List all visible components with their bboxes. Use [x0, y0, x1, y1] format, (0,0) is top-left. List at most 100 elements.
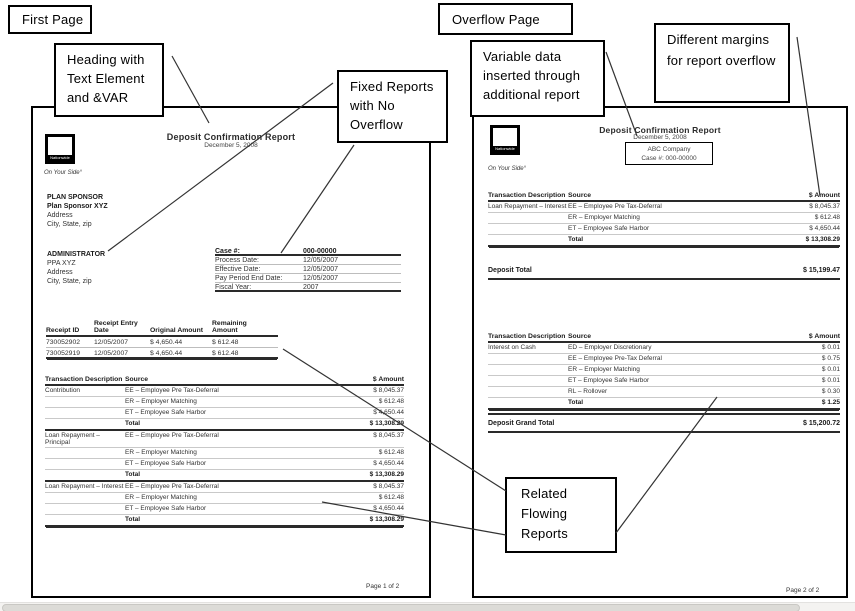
callout-variable-data-note: Variable data inserted through additiona…: [470, 40, 605, 117]
case-row: Pay Period End Date:12/05/2007: [215, 274, 401, 283]
transaction-row: ET – Employee Safe Harbor $ 4,650.44: [45, 408, 404, 419]
grand-total-amount: $ 15,200.72: [803, 420, 840, 427]
transaction-description: [488, 354, 568, 356]
case-row-label: Pay Period End Date:: [215, 275, 283, 282]
transaction-row: ER – Employer Matching $ 612.48: [45, 448, 404, 459]
column-header-source: Source: [568, 333, 592, 340]
page-footer: Page 1 of 2: [366, 583, 400, 590]
page-footer: Page 2 of 2: [786, 587, 820, 594]
transaction-total-row: Total$ 13,308.29: [488, 235, 840, 247]
case-row-label: Fiscal Year:: [215, 284, 252, 291]
case-row: Fiscal Year: 2007: [215, 283, 401, 292]
transaction-source: ED – Employer Discretionary: [568, 344, 652, 351]
administrator-city: City, State, zip: [47, 278, 92, 285]
transaction-amount: $ 612.48: [378, 398, 404, 405]
transaction-description: Loan Repayment – Principal: [45, 432, 100, 446]
transaction-amount: $ 612.48: [378, 493, 404, 501]
receipt-cell: $ 4,650.44: [150, 350, 183, 357]
transaction-amount: $ 0.30: [821, 388, 840, 395]
callout-fixed-reports-note: Fixed Reports with No Overflow: [337, 70, 448, 143]
report-end-rule: [488, 413, 840, 415]
column-header-amount: $ Amount: [372, 376, 404, 383]
transaction-amount: $ 4,650.44: [373, 409, 404, 416]
transaction-amount: $ 0.01: [821, 366, 840, 373]
transaction-total-amount: $ 13,308.29: [369, 420, 404, 427]
transaction-total-amount: $ 13,308.29: [805, 236, 840, 243]
transaction-source: ET – Employee Safe Harbor: [568, 225, 650, 232]
transaction-description: [488, 213, 568, 215]
report-date: December 5, 2008: [204, 142, 258, 149]
transaction-source: ER – Employer Matching: [125, 398, 197, 405]
transaction-amount: $ 612.48: [814, 214, 840, 221]
nationwide-logo-wordmark: Nationwide: [493, 146, 517, 152]
nationwide-logo: Nationwide: [490, 125, 520, 155]
case-row: Case #:000-00000: [215, 247, 401, 256]
receipt-cell: $ 612.48: [212, 339, 239, 346]
transaction-description: Contribution: [45, 387, 81, 394]
transaction-row: ET – Employee Safe Harbor$ 4,650.44: [45, 504, 404, 515]
callout-heading-note: Heading with Text Element and &VAR: [54, 43, 164, 117]
callout-different-margins-note: Different margins for report overflow: [654, 23, 790, 103]
transaction-description: Loan Repayment – Interest: [488, 203, 567, 210]
horizontal-scrollbar-track[interactable]: [0, 602, 855, 611]
deposit-total-amount: $ 15,199.47: [803, 267, 840, 274]
brand-tagline: On Your Side°: [488, 166, 526, 172]
report-title: Deposit Confirmation Report: [599, 125, 721, 135]
transaction-total-amount: $ 1.25: [821, 399, 840, 406]
column-header-amount: $ Amount: [808, 192, 840, 199]
transaction-description: Interest on Cash: [488, 344, 536, 351]
case-row-label: Case #:: [215, 248, 240, 255]
transaction-source: EE – Employee Pre-Tax Deferral: [568, 355, 662, 362]
transaction-total-row: Total$ 13,308.29: [45, 470, 404, 482]
column-header-description: Transaction Description: [488, 192, 566, 199]
plan-sponsor-block: PLAN SPONSOR Plan Sponsor XYZ Address Ci…: [47, 193, 108, 229]
transaction-total-row: Total $ 1.25: [488, 398, 840, 410]
transaction-description: [488, 235, 568, 237]
transaction-amount: $ 8,045.37: [373, 387, 404, 394]
grand-total-label: Deposit Grand Total: [488, 420, 555, 427]
transaction-total-label: Total: [125, 515, 141, 523]
plan-sponsor-address: Address: [47, 212, 73, 219]
transaction-source: ET – Employee Safe Harbor: [125, 504, 207, 512]
transaction-row: EE – Employee Pre-Tax Deferral$ 0.75: [488, 354, 840, 365]
case-row-label: Process Date:: [215, 257, 259, 264]
transaction-description: [45, 397, 125, 399]
transaction-total-row: Total $ 13,308.29: [45, 515, 404, 527]
transaction-source: ET – Employee Safe Harbor: [125, 409, 207, 416]
transaction-amount: $ 612.48: [378, 448, 404, 456]
transaction-row: ET – Employee Safe Harbor$ 4,650.44: [488, 224, 840, 235]
receipt-cell: 730052919: [46, 350, 81, 357]
brand-tagline: On Your Side°: [44, 170, 82, 176]
transaction-source: ET – Employee Safe Harbor: [568, 377, 650, 384]
receipt-cell: $ 4,650.44: [150, 339, 183, 346]
horizontal-scrollbar-thumb[interactable]: [2, 604, 800, 611]
receipt-column-header: Receipt Entry Date: [94, 320, 138, 334]
case-row-value: 2007: [303, 284, 319, 291]
case-row-value: 12/05/2007: [303, 266, 339, 273]
transaction-description: [488, 376, 568, 378]
transaction-total-label: Total: [125, 470, 141, 478]
transaction-row: ER – Employer Matching $ 612.48: [45, 397, 404, 408]
nationwide-logo: Nationwide: [45, 134, 75, 164]
transaction-source: RL – Rollover: [568, 388, 608, 395]
transaction-source: EE – Employee Pre Tax-Deferral: [125, 387, 219, 394]
transaction-amount: $ 0.01: [821, 377, 840, 384]
transaction-row: ER – Employer Matching$ 612.48: [488, 213, 840, 224]
transaction-row: ER – Employer Matching$ 612.48: [45, 493, 404, 504]
case-row: Process Date:12/05/2007: [215, 256, 401, 265]
transaction-total-label: Total: [568, 399, 584, 406]
transaction-total-amount: $ 13,308.29: [369, 515, 404, 523]
column-header-source: Source: [568, 192, 592, 199]
transaction-description: [488, 365, 568, 367]
callout-first-page: First Page: [8, 5, 92, 34]
transaction-source: ER – Employer Matching: [125, 448, 197, 456]
